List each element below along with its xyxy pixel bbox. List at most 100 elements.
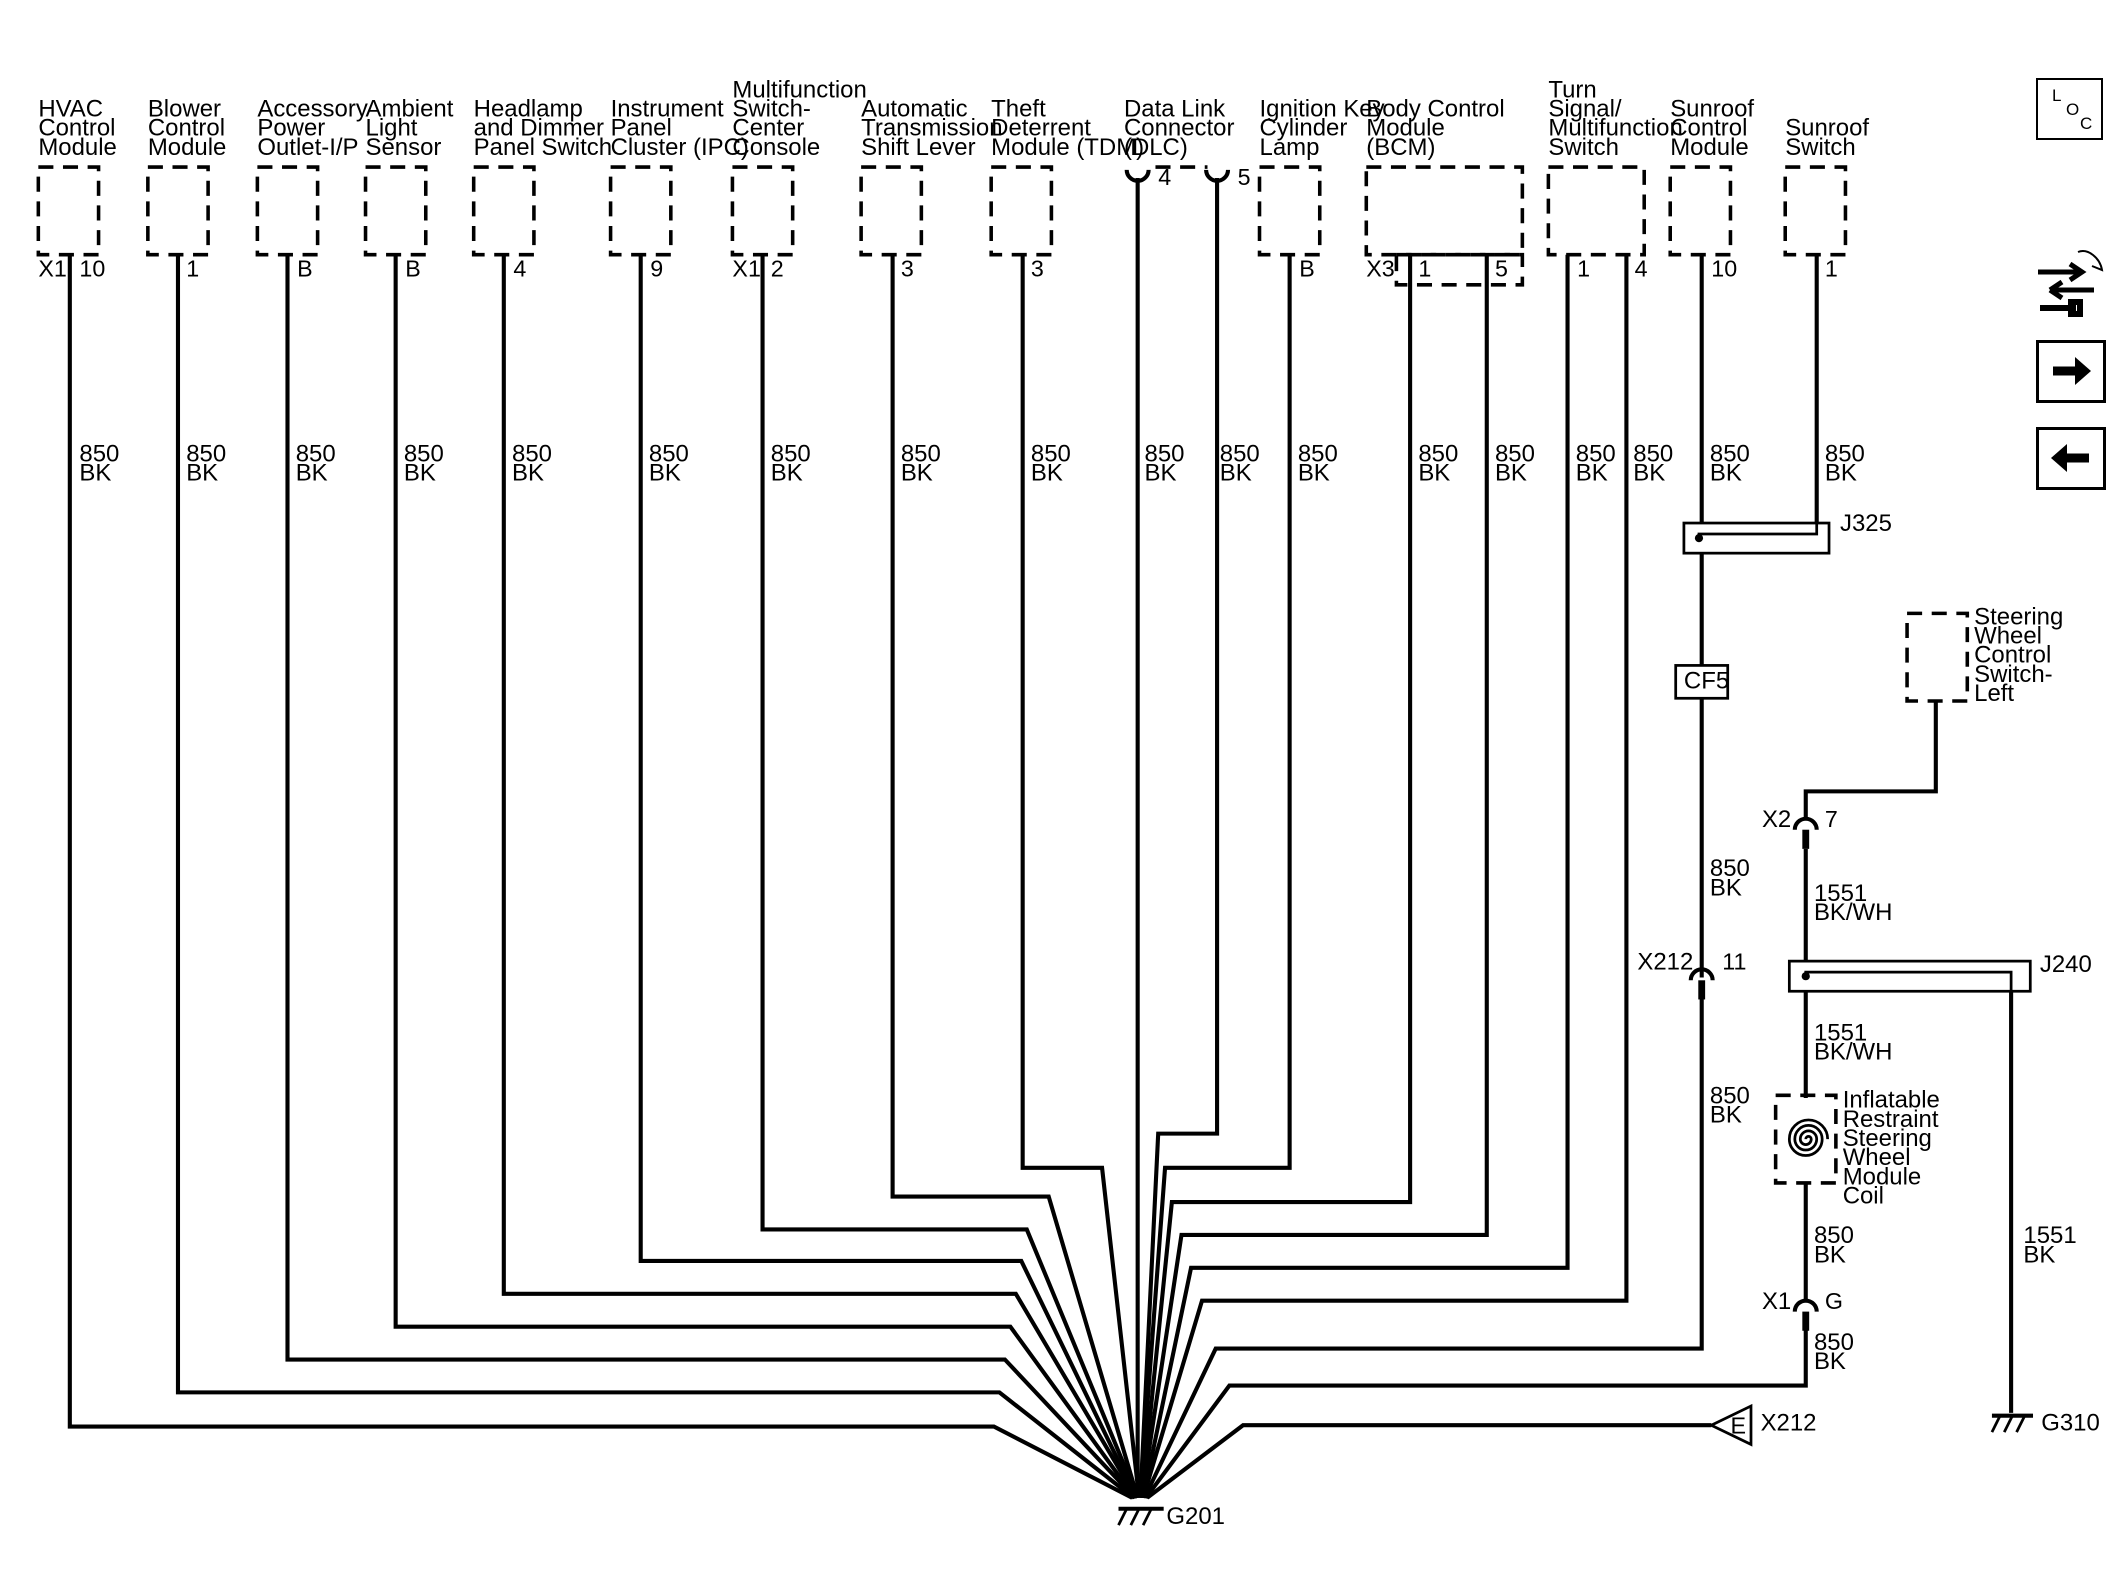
wire-label-circuit: 850 [1825, 440, 1865, 467]
coil-box [1773, 1093, 1838, 1185]
ignition-lamp-pin: B [1299, 256, 1315, 282]
ambient-box [363, 165, 428, 257]
accessory-box [255, 165, 320, 257]
wire-label-color: BK [1710, 874, 1742, 901]
mfs-connector-label: X1 [732, 256, 760, 282]
wire-label-circuit: 850 [186, 440, 226, 467]
tdm-pin: 3 [1031, 256, 1044, 282]
wire-label-color: BK [296, 460, 328, 487]
wire-label-color: BK [1298, 460, 1330, 487]
headlamp-box [471, 165, 536, 257]
wire-label-color: BK [1418, 460, 1450, 487]
mfs-console-box [730, 165, 795, 257]
wire-label-color: BK [79, 460, 111, 487]
turn-signal-pin-4: 4 [1635, 256, 1648, 282]
x2-pin-label: 7 [1825, 806, 1838, 832]
wire-turn-1 [1141, 254, 1570, 1499]
bcm-sub-box [1394, 252, 1525, 287]
previous-page-button[interactable] [2036, 427, 2106, 490]
wire-headlamp [501, 254, 1139, 1499]
x212-pin-label: 11 [1722, 948, 1746, 974]
service-info-icon[interactable] [2030, 244, 2110, 324]
sunroof-module-pin: 10 [1711, 256, 1737, 282]
wire-label-circuit: 1551 [1814, 880, 1867, 907]
sunroof-switch-box [1783, 165, 1848, 257]
sunroof-switch-pin: 1 [1825, 256, 1838, 282]
accessory-pin: B [297, 256, 313, 282]
turn-signal-box [1546, 165, 1646, 257]
bcm-pin-5: 5 [1495, 256, 1508, 282]
wire-label-color: BK [1814, 1348, 1846, 1375]
wire-label-color: BK [1031, 460, 1063, 487]
blower-pin: 1 [186, 256, 199, 282]
ambient-pin: B [405, 256, 421, 282]
hvac-box [36, 165, 101, 257]
j325-label: J325 [1840, 510, 1892, 537]
g310-ground-icon [1990, 1413, 2034, 1433]
j325-node [1694, 533, 1704, 543]
wire-label-color: BK [186, 460, 218, 487]
wire-label-color: BK [512, 460, 544, 487]
wire-label-color: BK [901, 460, 933, 487]
wire-label-color: BK [1633, 460, 1665, 487]
wire-label-circuit: 850 [512, 440, 552, 467]
j240-label: J240 [2040, 951, 2092, 978]
wire-ambient [393, 254, 1137, 1499]
wire-sunroof-module [1142, 988, 1704, 1499]
wire-label-circuit: 850 [404, 440, 444, 467]
wire-label-circuit: 850 [1814, 1222, 1854, 1249]
wire-turn-4 [1141, 254, 1629, 1499]
wire-ipc [638, 254, 1139, 1499]
wire-label-circuit: 850 [1031, 440, 1071, 467]
j325-splice-icon [1682, 521, 1831, 555]
wire-label-color: BK [1145, 460, 1177, 487]
locator-button[interactable]: L O C [2036, 78, 2103, 140]
g201-label: G201 [1166, 1503, 1225, 1530]
wire-label-color: BK [404, 460, 436, 487]
bcm-connector-label: X3 [1366, 256, 1394, 282]
wire-label-color: BK [1710, 460, 1742, 487]
wire-label-circuit: 850 [771, 440, 811, 467]
wire-label-circuit: 850 [1633, 440, 1673, 467]
next-page-button[interactable] [2036, 340, 2106, 403]
wire-label-circuit: 850 [649, 440, 689, 467]
dlc-pin-4: 4 [1158, 164, 1171, 190]
x212-e-label: E [1730, 1412, 1746, 1438]
wire-label-color: BK [1220, 460, 1252, 487]
wire-label-color: BK [2023, 1241, 2055, 1268]
wire-label-color: BK [1495, 460, 1527, 487]
wire-hvac [67, 254, 1134, 1500]
g201-ground-icon [1117, 1506, 1164, 1526]
wire-label-color: BK [649, 460, 681, 487]
wire-blower [175, 254, 1135, 1500]
wire-coil [1144, 1322, 1808, 1500]
shift-lever-box [859, 165, 924, 257]
wire-label-circuit: 850 [1418, 440, 1458, 467]
headlamp-pin: 4 [513, 256, 526, 282]
wire-label-color: BK/WH [1814, 1039, 1892, 1066]
wire-label-color: BK [1576, 460, 1608, 487]
wire-label-circuit: 850 [1814, 1329, 1854, 1356]
wire-label-circuit: 850 [1220, 440, 1260, 467]
g310-label: G310 [2041, 1410, 2100, 1437]
mfs-pin: 2 [771, 256, 784, 282]
ipc-pin: 9 [650, 256, 663, 282]
cf5-label: CF5 [1684, 668, 1729, 695]
locator-c: C [2080, 114, 2093, 133]
wire-x212-e [1146, 1423, 1712, 1500]
ignition-lamp-box [1257, 165, 1322, 257]
wire-label-circuit: 850 [79, 440, 119, 467]
bcm-box [1364, 165, 1525, 257]
wire-label-circuit: 850 [1710, 440, 1750, 467]
blower-box [146, 165, 210, 257]
